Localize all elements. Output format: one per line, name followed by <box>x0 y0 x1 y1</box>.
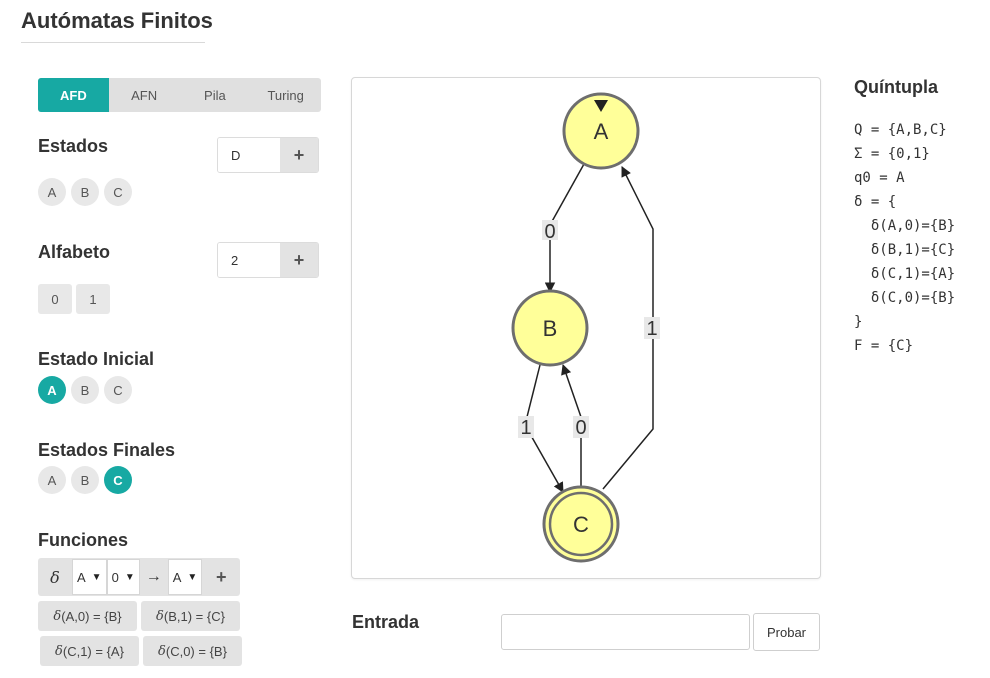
inicial-chip-b[interactable]: B <box>71 376 99 404</box>
edge-c-to-b-arrow <box>561 364 582 418</box>
state-node-c[interactable] <box>542 485 620 563</box>
estado-inicial-title: Estado Inicial <box>38 349 155 369</box>
transition-text: (C,0) = {B} <box>165 643 227 659</box>
inicial-chip-c[interactable]: C <box>104 376 132 404</box>
transition-chip[interactable]: δ(A,0) = {B} <box>38 601 137 631</box>
estado-chip-b[interactable]: B <box>71 178 99 206</box>
entrada-label: Entrada <box>352 612 420 632</box>
estados-title: Estados <box>38 136 109 156</box>
edge-label-c-to-b: 0 <box>575 417 586 439</box>
edge-label-bg <box>644 317 660 339</box>
automaton-diagram: 0 1 1 0 A B C <box>511 92 660 563</box>
state-label-a: A <box>594 119 609 144</box>
entrada-input[interactable] <box>501 614 750 650</box>
final-state-ring <box>548 491 614 557</box>
initial-state-marker-icon <box>594 100 608 112</box>
inicial-chip-a[interactable]: A <box>38 376 66 404</box>
quintupla-line: δ(C,1)={A} <box>854 266 956 282</box>
quintupla-line: δ(B,1)={C} <box>854 242 956 258</box>
funciones-title: Funciones <box>38 530 129 550</box>
mode-tabs: AFD AFN Pila Turing <box>38 78 321 112</box>
transition-chip[interactable]: δ(B,1) = {C} <box>141 601 240 631</box>
page-title: Autómatas Finitos <box>21 8 213 43</box>
simbolo-chip-1[interactable]: 1 <box>76 284 110 314</box>
delta-symbol: δ <box>55 643 63 659</box>
edge-label-bg <box>542 220 558 240</box>
estados-add-group: D + <box>217 137 319 173</box>
transition-text: (B,1) = {C} <box>163 608 225 624</box>
edge-b-to-c <box>524 364 541 426</box>
add-funcion-button[interactable]: + <box>216 566 227 587</box>
tab-afd[interactable]: AFD <box>38 78 109 112</box>
quintupla-line: δ(C,0)={B} <box>854 290 956 306</box>
state-label-c: C <box>573 512 589 537</box>
caret-down-icon: ▼ <box>187 571 198 583</box>
quintupla-definition: Q = {A,B,C} Σ = {0,1} q0 = A δ = { δ(A,0)={… <box>854 118 955 358</box>
quintupla-line: δ(A,0)={B} <box>854 218 956 234</box>
final-chip-b[interactable]: B <box>71 466 99 494</box>
edge-label-b-to-c: 1 <box>520 417 531 439</box>
edge-label-a-to-b: 0 <box>544 221 555 243</box>
final-chip-c[interactable]: C <box>104 466 132 494</box>
from-state-select[interactable]: A▼ <box>72 559 107 595</box>
quintupla-line: δ = { <box>854 194 897 210</box>
automaton-canvas[interactable]: 0 1 1 0 A B C <box>351 77 821 579</box>
delta-symbol: δ <box>158 643 166 659</box>
state-label-b: B <box>543 316 558 341</box>
transition-chip[interactable]: δ(C,0) = {B} <box>143 636 242 666</box>
estado-chip-c[interactable]: C <box>104 178 132 206</box>
delta-symbol: δ <box>53 608 62 624</box>
caret-down-icon: ▼ <box>124 571 135 583</box>
tab-turing[interactable]: Turing <box>267 87 304 103</box>
edge-label-bg <box>573 416 589 438</box>
quintupla-line: F = {C} <box>854 338 914 354</box>
edge-a-to-b <box>549 163 585 226</box>
alfabeto-title: Alfabeto <box>38 242 110 262</box>
estados-finales-title: Estados Finales <box>38 440 176 460</box>
quintupla-line: Q = {A,B,C} <box>854 122 947 138</box>
tab-pila[interactable]: Pila <box>204 87 226 103</box>
from-state-value: A <box>77 569 86 585</box>
estado-chip-a[interactable]: A <box>38 178 66 206</box>
caret-down-icon: ▼ <box>91 571 102 583</box>
add-simbolo-button[interactable]: + <box>280 243 318 277</box>
quintupla-line: Σ = {0,1} <box>854 146 930 162</box>
symbol-select[interactable]: 0▼ <box>106 559 140 595</box>
tab-afn[interactable]: AFN <box>131 87 158 103</box>
probar-button[interactable]: Probar <box>753 613 820 651</box>
alfabeto-input[interactable]: 2 <box>218 243 280 277</box>
symbol-value: 0 <box>111 569 119 585</box>
edge-label-c-to-a: 1 <box>646 318 657 340</box>
transition-text: (A,0) = {B} <box>61 608 122 624</box>
state-node-a[interactable] <box>562 92 640 170</box>
alfabeto-add-group: 2 + <box>217 242 319 278</box>
to-state-select[interactable]: A▼ <box>167 559 203 595</box>
funcion-builder: δ A▼ 0▼ → A▼ + <box>38 558 241 596</box>
delta-symbol: δ <box>50 567 60 587</box>
quintupla-line: q0 = A <box>854 170 905 186</box>
state-node-b[interactable] <box>511 289 589 367</box>
to-state-value: A <box>172 569 182 585</box>
arrow-right-icon: → <box>145 568 162 585</box>
quintupla-line: } <box>854 314 863 330</box>
quintupla-title: Quíntupla <box>854 77 938 97</box>
edge-label-bg <box>518 416 534 438</box>
transition-text: (C,1) = {A} <box>62 643 124 659</box>
estados-input[interactable]: D <box>218 138 280 172</box>
final-chip-a[interactable]: A <box>38 466 66 494</box>
transition-chip[interactable]: δ(C,1) = {A} <box>40 636 139 666</box>
delta-symbol: δ <box>156 608 164 624</box>
simbolo-chip-0[interactable]: 0 <box>38 284 72 314</box>
add-estado-button[interactable]: + <box>280 138 318 172</box>
